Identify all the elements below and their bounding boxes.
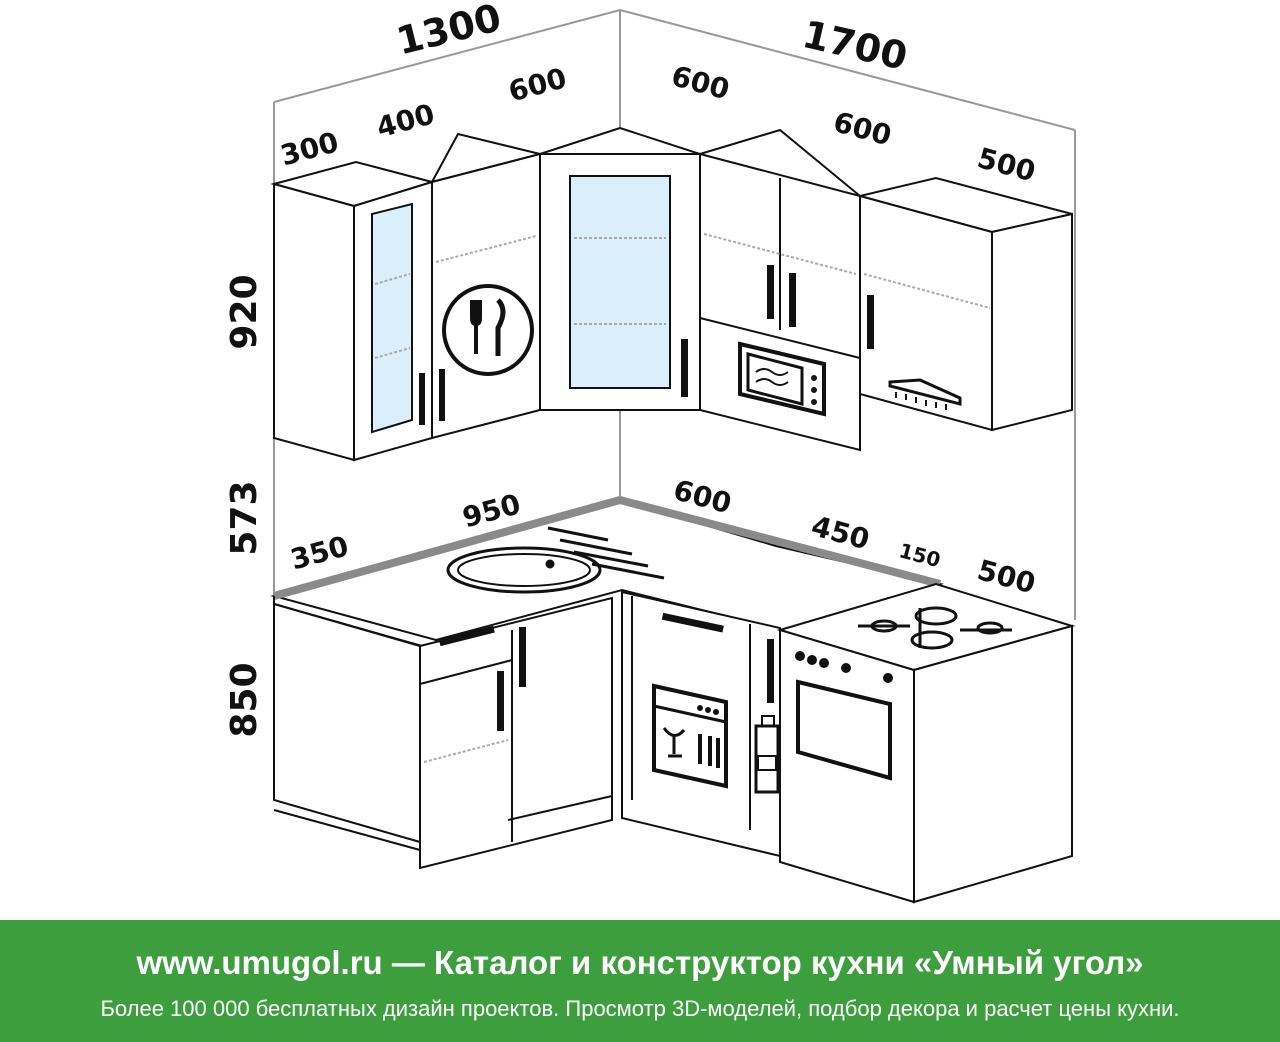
dim-upper-corner-right: 600 (668, 59, 733, 106)
dim-counter-500: 500 (974, 553, 1039, 600)
upper-cabinet-microwave (696, 128, 861, 452)
dim-overall-left: 1300 (392, 0, 505, 64)
footer-subtitle: Более 100 000 бесплатных дизайн проектов… (100, 996, 1180, 1021)
footer-title: www.umugol.ru — Каталог и конструктор ку… (136, 944, 1144, 981)
upper-cabinet-400 (430, 132, 541, 440)
stove (776, 582, 1076, 904)
upper-left-glass-cabinet (270, 160, 436, 462)
upper-cabinet-hood (859, 176, 1073, 432)
dim-upper-corner-left: 600 (505, 61, 570, 108)
lower-dishwasher (621, 590, 781, 858)
bottle-icon (754, 715, 780, 794)
dimension-labels: 1300 1700 300 400 600 600 600 500 920 57… (224, 0, 1039, 738)
plate-cutlery-icon (442, 284, 534, 376)
hood-icon (888, 378, 962, 410)
dim-upper-300: 300 (277, 125, 342, 172)
burners-icon (858, 606, 1012, 650)
dishwasher-icon (652, 683, 728, 789)
footer-banner: www.umugol.ru — Каталог и конструктор ку… (0, 920, 1280, 1042)
dim-upper-400: 400 (373, 97, 438, 144)
dim-upper-500: 500 (974, 141, 1039, 188)
dim-height-920: 920 (224, 274, 265, 349)
kitchen-diagram: 1300 1700 300 400 600 600 600 500 920 57… (224, 0, 1076, 904)
sink-icon (446, 526, 665, 594)
dim-upper-600: 600 (830, 105, 895, 152)
dim-height-573: 573 (224, 480, 265, 555)
dim-counter-350: 350 (287, 529, 352, 576)
dim-overall-right: 1700 (798, 12, 911, 79)
dim-height-850: 850 (224, 662, 265, 737)
dim-counter-150: 150 (897, 538, 944, 572)
lower-left-cabinets (273, 596, 613, 870)
upper-corner-glass-cabinet (536, 126, 704, 411)
microwave-icon (738, 341, 826, 417)
